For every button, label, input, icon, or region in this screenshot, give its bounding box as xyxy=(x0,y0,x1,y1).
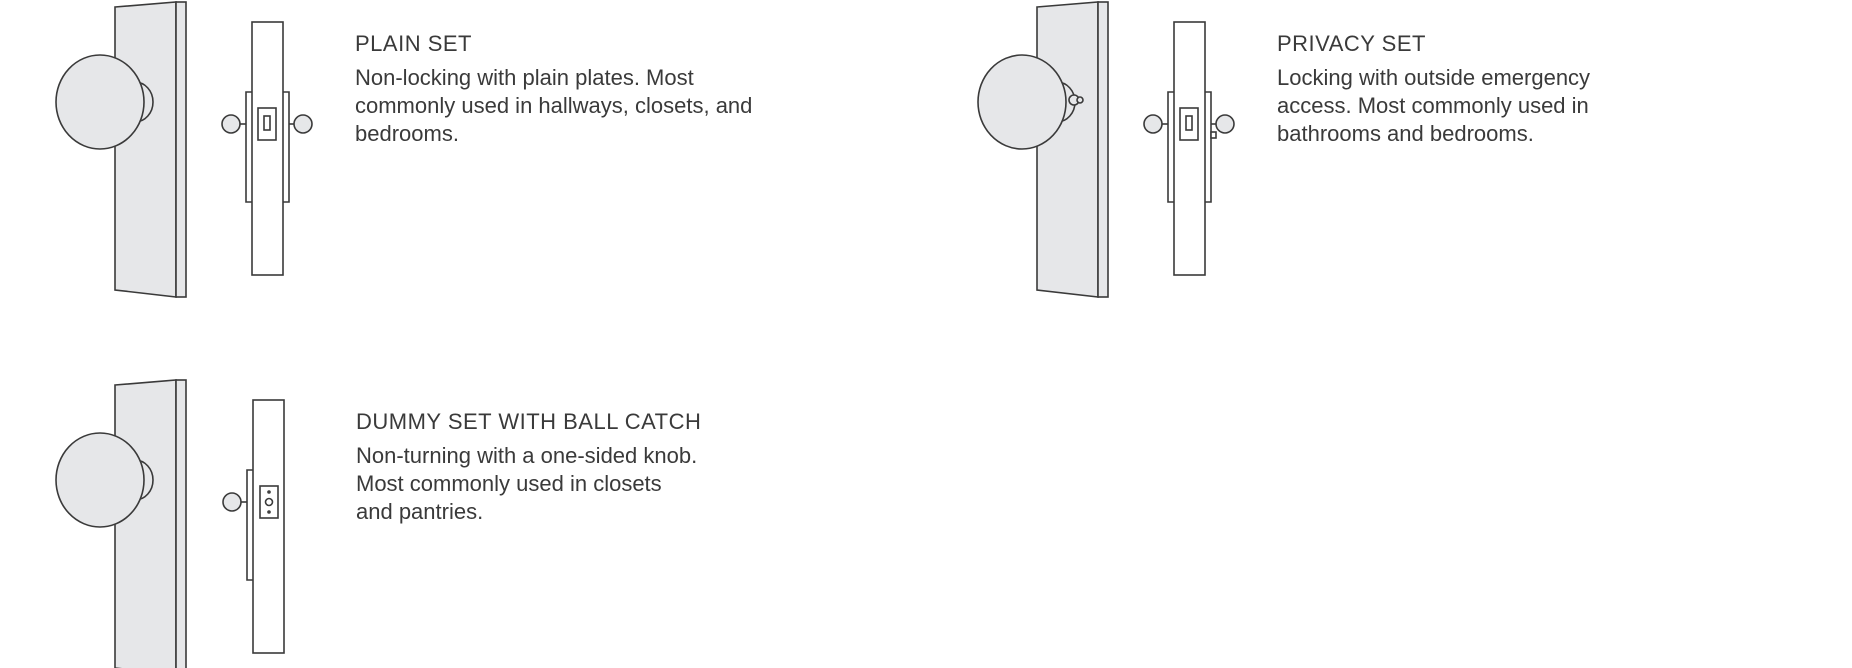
plain-set-door-illustration xyxy=(55,1,313,298)
privacy-set-title: PRIVACY SET xyxy=(1277,31,1426,56)
privacy-set-description: Locking with outside emergency access. M… xyxy=(1277,65,1591,146)
product-item-plain-set: PLAIN SET Non-locking with plain plates.… xyxy=(0,0,900,310)
dummy-set-description: Non-turning with a one-sided knob. Most … xyxy=(356,443,698,524)
plain-set-description: Non-locking with plain plates. Most comm… xyxy=(355,65,753,146)
product-item-dummy-set: DUMMY SET WITH BALL CATCH Non-turning wi… xyxy=(0,378,900,668)
dummy-set-door-illustration xyxy=(55,379,285,668)
privacy-set-door-illustration xyxy=(977,1,1235,298)
dummy-set-title: DUMMY SET WITH BALL CATCH xyxy=(356,409,702,434)
product-item-privacy-set: PRIVACY SET Locking with outside emergen… xyxy=(922,0,1822,310)
plain-set-title: PLAIN SET xyxy=(355,31,472,56)
